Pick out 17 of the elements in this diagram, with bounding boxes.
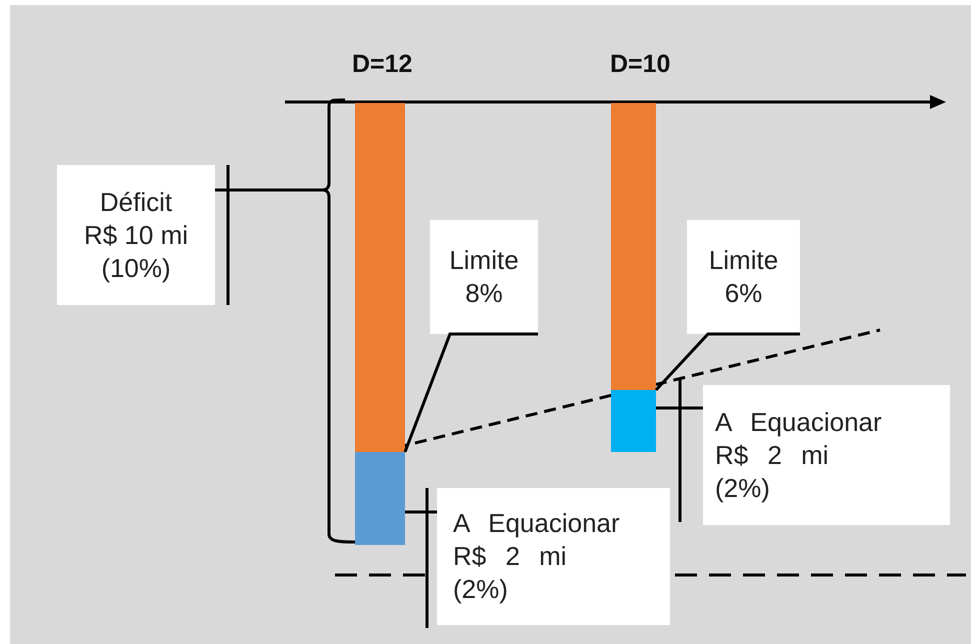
callout-box: A Equacionar R$ 2 mi (2%) [437, 488, 670, 625]
leader-line [405, 510, 437, 514]
deficit-bar [611, 103, 656, 390]
bracket [323, 97, 357, 545]
leader-line [656, 406, 703, 410]
callout-box: Limite 8% [430, 220, 538, 334]
column-label: D=12 [352, 50, 412, 79]
leader-line [215, 188, 323, 192]
leader-line [404, 332, 538, 453]
shortfall-bar [611, 390, 656, 452]
column-label: D=10 [610, 50, 670, 79]
callout-box: A Equacionar R$ 2 mi (2%) [703, 385, 950, 525]
callout-box: Limite 6% [687, 220, 800, 334]
leader-line [654, 332, 800, 392]
deficit-bar [355, 103, 405, 452]
callout-box: Déficit R$ 10 mi (10%) [57, 165, 215, 305]
shortfall-bar [355, 452, 405, 545]
